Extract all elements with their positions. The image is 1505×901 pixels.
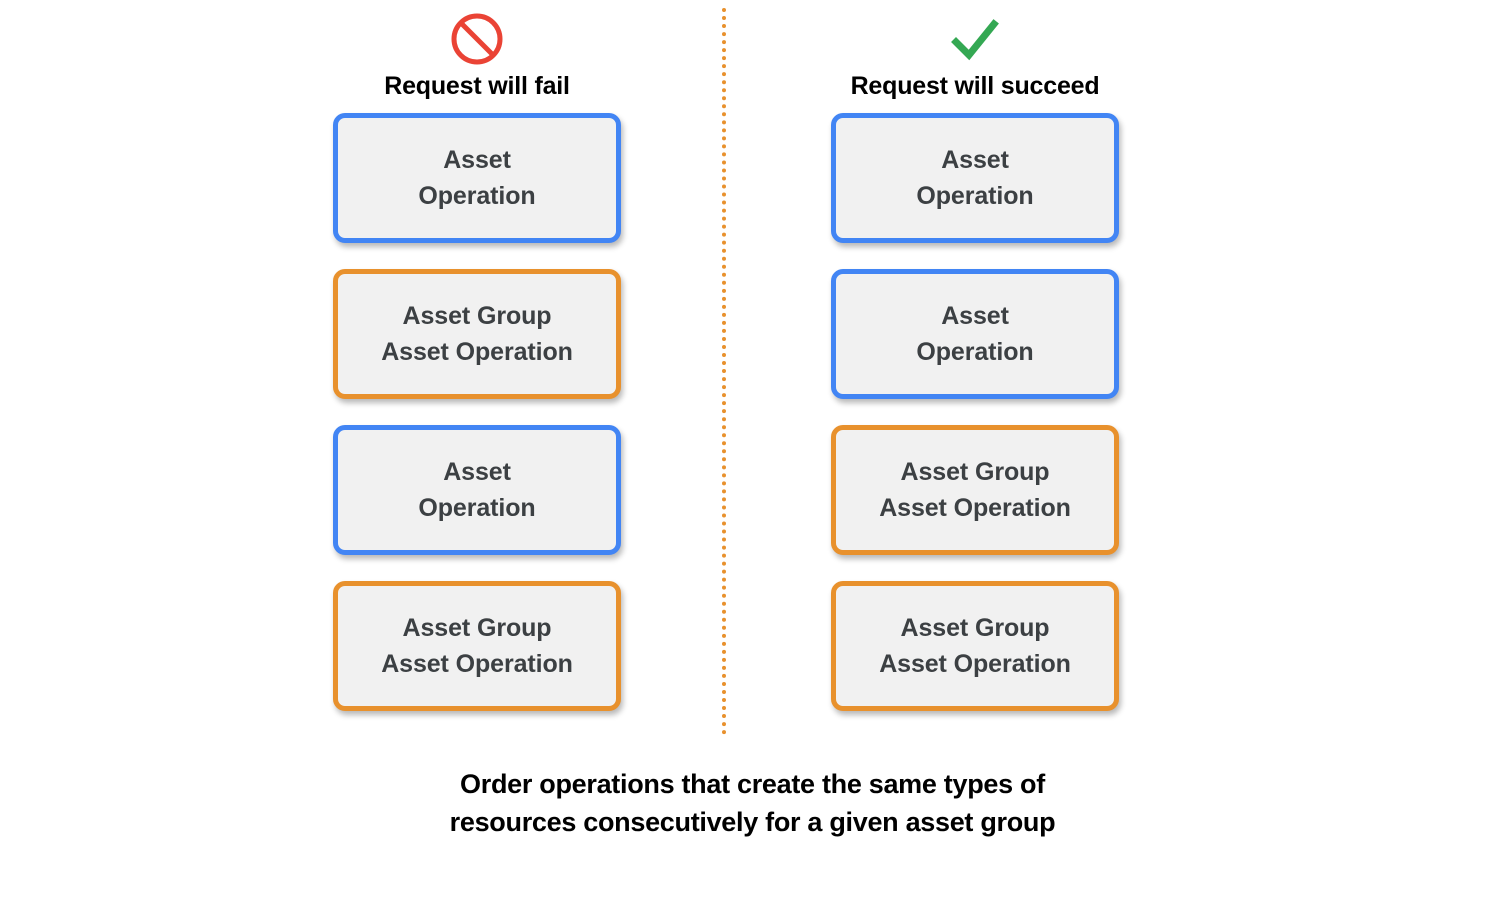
operation-box-line-2: Operation [916, 338, 1034, 366]
operation-box-line-1: Asset [443, 457, 511, 486]
operation-box[interactable]: Asset Operation [333, 113, 621, 243]
operation-box-line-2: Asset Operation [879, 494, 1071, 522]
column-header-succeed: Request will succeed [805, 10, 1145, 101]
column-title-fail: Request will fail [384, 72, 570, 100]
operation-box[interactable]: Asset Operation [831, 113, 1119, 243]
box-stack-succeed: Asset Operation Asset Operation Asset Gr… [831, 113, 1119, 737]
operation-box-line-2: Operation [418, 494, 536, 522]
caption-line-2: resources consecutively for a given asse… [449, 807, 1056, 838]
operation-box[interactable]: Asset Group Asset Operation [831, 581, 1119, 711]
operation-box-line-2: Asset Operation [879, 650, 1071, 678]
operation-box-line-1: Asset Group [900, 457, 1050, 486]
operation-box[interactable]: Asset Group Asset Operation [333, 581, 621, 711]
operation-box-line-1: Asset Group [900, 613, 1050, 642]
column-divider [722, 8, 726, 735]
operation-box-line-1: Asset Group [402, 613, 552, 642]
operation-box-line-1: Asset Group [402, 301, 552, 330]
diagram-caption: Order operations that create the same ty… [0, 765, 1505, 842]
operation-box-line-1: Asset [941, 301, 1009, 330]
box-stack-fail: Asset Operation Asset Group Asset Operat… [333, 113, 621, 737]
column-header-fail: Request will fail [307, 10, 647, 101]
prohibition-icon [307, 10, 647, 68]
operation-box-line-2: Operation [418, 182, 536, 210]
operation-box-line-1: Asset [941, 145, 1009, 174]
operation-box[interactable]: Asset Operation [831, 269, 1119, 399]
operation-box-line-2: Operation [916, 182, 1034, 210]
column-title-succeed: Request will succeed [850, 72, 1100, 100]
operation-box-line-1: Asset [443, 145, 511, 174]
operation-box-line-2: Asset Operation [381, 338, 573, 366]
caption-line-1: Order operations that create the same ty… [460, 769, 1045, 799]
operation-box-line-2: Asset Operation [381, 650, 573, 678]
operation-box[interactable]: Asset Operation [333, 425, 621, 555]
operation-box[interactable]: Asset Group Asset Operation [333, 269, 621, 399]
operation-box[interactable]: Asset Group Asset Operation [831, 425, 1119, 555]
checkmark-icon [805, 10, 1145, 68]
